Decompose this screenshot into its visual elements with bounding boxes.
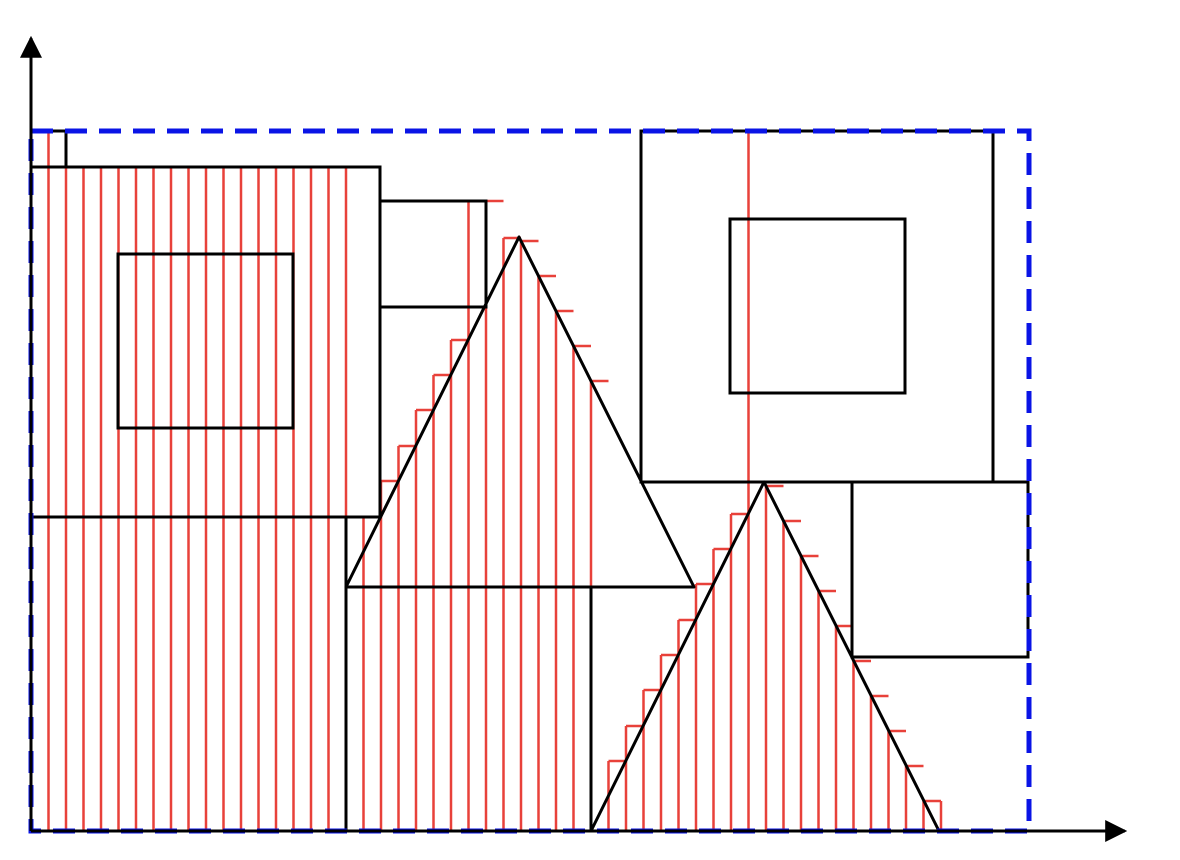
rect-top-right-large [639, 129, 995, 484]
rect-middle-right [850, 480, 1030, 659]
triangle-upper [344, 235, 696, 589]
strip-decomposition [29, 129, 943, 831]
rect-inner-right [728, 217, 907, 395]
rect-inner-left [116, 252, 295, 430]
rect-small-middle [378, 199, 488, 309]
packed-shapes [29, 129, 1030, 833]
